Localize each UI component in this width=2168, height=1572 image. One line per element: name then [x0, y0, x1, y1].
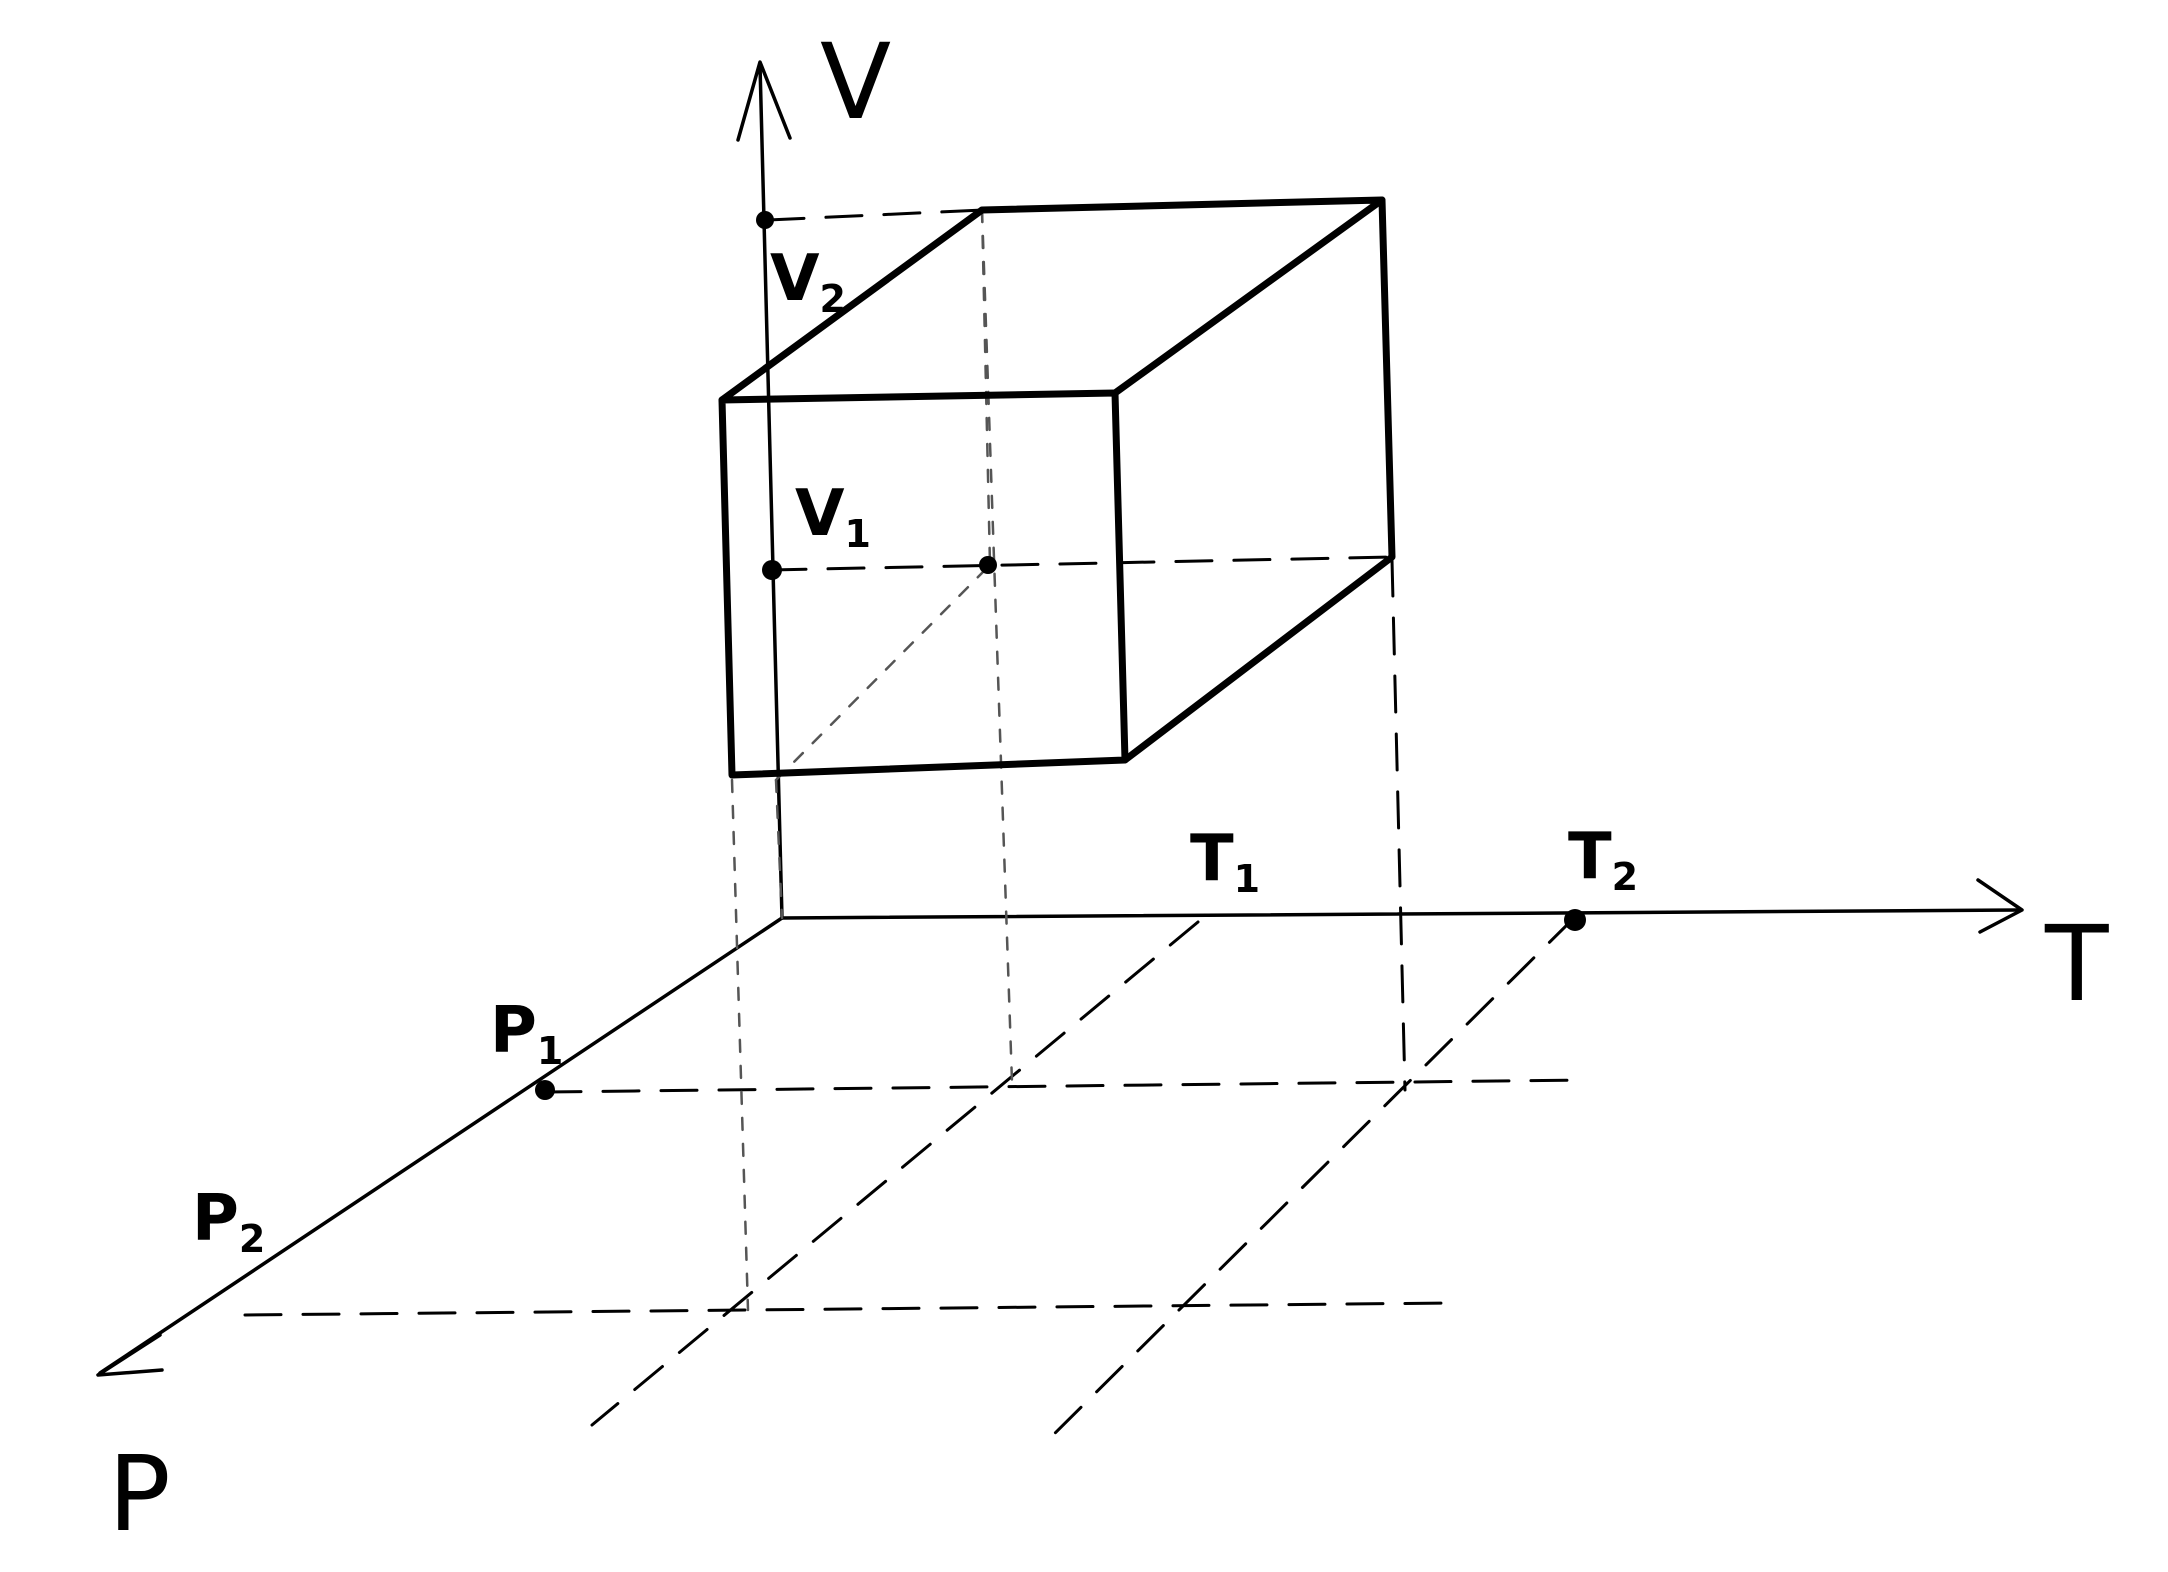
vertical-projections — [730, 208, 1407, 1312]
label-v1-main: V — [795, 477, 845, 551]
label-v1-sub: 1 — [845, 512, 871, 556]
point-p1 — [535, 1080, 555, 1100]
label-t1-main: T — [1190, 822, 1234, 896]
label-p1-sub: 1 — [537, 1029, 563, 1073]
grid-line-t2 — [1043, 915, 1577, 1445]
label-t1: T1 — [1190, 822, 1260, 901]
cube-front-face — [718, 389, 1129, 779]
axis-label-p: P — [108, 1433, 171, 1555]
p-axis-line — [98, 916, 784, 1375]
cube-right-face-edges — [1121, 196, 1396, 764]
point-cube-center-projection — [979, 556, 997, 574]
cube-solid-edges — [718, 196, 1396, 779]
label-v2: V2 — [770, 242, 846, 321]
label-t2-sub: 2 — [1612, 855, 1638, 899]
axis-label-v: V — [820, 21, 891, 143]
grid-line-t1 — [590, 920, 1200, 1427]
point-v1 — [762, 560, 782, 580]
hidden-edge-back-left-vertical — [980, 208, 992, 567]
point-v2 — [756, 211, 774, 229]
label-v1: V1 — [795, 477, 871, 556]
label-p1: P1 — [490, 994, 563, 1073]
label-p2-main: P — [192, 1182, 239, 1256]
v-axis-arrowhead — [736, 60, 792, 142]
label-p1-main: P — [490, 994, 537, 1068]
hidden-edge-bottom-left-depth — [774, 563, 992, 782]
proj-front-left — [730, 778, 750, 1312]
p-axis-arrowhead — [96, 1333, 164, 1377]
label-t2: T2 — [1568, 820, 1638, 899]
v-axis-line — [758, 63, 784, 920]
hidden-edge-bottom-back — [768, 555, 1394, 572]
base-grid — [243, 915, 1587, 1445]
label-v2-main: V — [770, 242, 820, 316]
proj-back-left — [980, 208, 1014, 1084]
hidden-edge-top-back-left — [766, 208, 984, 222]
labels: V T P V2 V1 T1 T2 P1 P2 — [108, 21, 2109, 1555]
proj-v-axis-lower — [774, 778, 784, 920]
label-t2-main: T — [1568, 820, 1612, 894]
axis-label-t: T — [2044, 903, 2109, 1025]
cube-top-face-edges — [718, 196, 1386, 404]
proj-back-right — [1390, 558, 1407, 1092]
label-p2: P2 — [192, 1182, 265, 1261]
points — [535, 211, 1586, 1100]
axes — [96, 60, 2024, 1377]
label-t1-sub: 1 — [1234, 857, 1260, 901]
grid-line-p2 — [243, 1301, 1452, 1317]
grid-line-p1 — [543, 1078, 1587, 1094]
cube-hidden-edges — [766, 208, 1394, 782]
label-p2-sub: 2 — [239, 1217, 265, 1261]
t-axis-arrowhead — [1976, 878, 2024, 934]
point-t2 — [1564, 909, 1586, 931]
label-v2-sub: 2 — [820, 277, 846, 321]
